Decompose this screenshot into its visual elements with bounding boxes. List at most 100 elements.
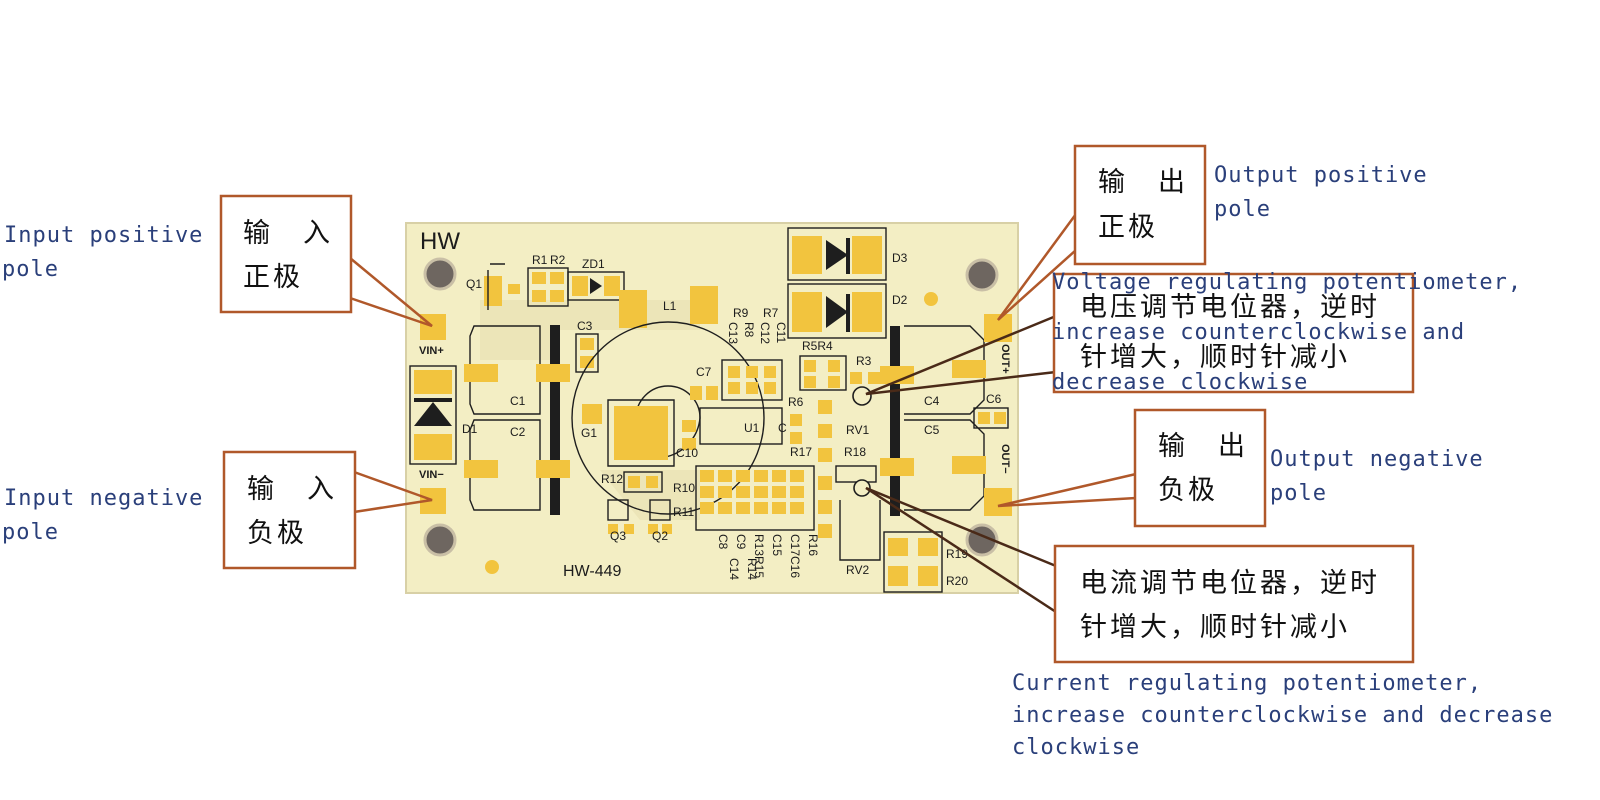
q2-label: Q2 [652, 529, 668, 543]
col3-pad-c [736, 502, 750, 514]
rv2-potentiometer[interactable] [853, 479, 871, 497]
d3-pad-left [792, 236, 822, 274]
r1-label: R1 [532, 253, 548, 267]
c2-label: C2 [510, 425, 526, 439]
output-positive-cn-line1: 输 出 [1098, 167, 1188, 198]
col1-pad-b [700, 486, 714, 498]
q2-pad-a [648, 524, 658, 534]
out-positive-label: OUT+ [999, 344, 1011, 374]
out-negative-pad [984, 488, 1012, 516]
mounting-hole-tl [423, 257, 457, 291]
rv2-pin-a [818, 476, 832, 490]
zd1-symbol [590, 278, 602, 294]
d2-cathode-bar [846, 294, 850, 332]
r5r4-outline [799, 355, 847, 391]
r8-pad-b [746, 382, 758, 394]
output-positive-en-line2: pole [1214, 197, 1271, 222]
r9-pad-a [728, 366, 740, 378]
c3-label: C3 [577, 319, 593, 333]
r11-label: R11 [673, 505, 694, 519]
zd1-outline [567, 271, 625, 301]
col4-label-top: C15 [770, 534, 784, 556]
callout-input-positive: 输 入 正极 Input positive pole [2, 194, 433, 328]
r12-pad-a [628, 476, 640, 488]
r17-label: R17 [790, 445, 812, 459]
col4-pad-c [754, 502, 768, 514]
q1-outline [487, 263, 505, 310]
rv1-potentiometer[interactable] [852, 386, 872, 406]
q3-label: Q3 [610, 529, 626, 543]
output-negative-en-line1: Output negative [1270, 447, 1484, 472]
r12-outline [623, 471, 663, 493]
col4-pad-b [754, 486, 768, 498]
input-negative-box [222, 450, 357, 570]
g1-label: G1 [581, 426, 597, 440]
c6-pad-a [978, 412, 990, 424]
r6-label: R6 [788, 395, 804, 409]
d3-label: D3 [892, 251, 908, 265]
c11-label: C11 [774, 322, 788, 343]
board-model-label: HW-449 [563, 563, 621, 580]
input-positive-en-line2: pole [2, 257, 59, 282]
c4-pad-right [952, 360, 986, 378]
r8-pad-a [746, 366, 758, 378]
q1-pin-pad [508, 284, 520, 294]
callout-output-positive: 输 出 正极 Output positive pole [996, 144, 1427, 321]
r19-pad-b [918, 538, 938, 556]
callout-output-negative: 输 出 负极 Output negative pole [997, 408, 1484, 528]
r3-label: R3 [856, 354, 872, 368]
callout-input-negative: 输 入 负极 Input negative pole [2, 450, 433, 570]
d2-pad-left [792, 292, 822, 332]
c10-label: C10 [676, 446, 698, 460]
c4-label: C4 [924, 394, 940, 408]
r2-pad-b [550, 290, 564, 302]
rv2-outline [839, 500, 881, 561]
u1-outline [699, 407, 783, 445]
r1-pad-a [532, 272, 546, 284]
c6-outline [973, 407, 1009, 429]
current-pot-cn-line1: 电流调节电位器，逆时 [1080, 568, 1380, 599]
r5-pad-b [804, 376, 816, 388]
q2-pad-b [662, 524, 672, 534]
c1-pad-left [464, 364, 498, 382]
c1-pad-right [536, 364, 570, 382]
col2-pad-a [718, 470, 732, 482]
r4-pad-a [828, 360, 840, 372]
r9-label: R9 [733, 306, 749, 320]
input-positive-cn-line2: 正极 [243, 262, 303, 293]
c5-label: C5 [924, 423, 940, 437]
col5-pad-c [772, 502, 786, 514]
col4-pad-a [754, 470, 768, 482]
col2-pad-c [718, 502, 732, 514]
r9-r8-block [721, 359, 783, 401]
col1-label-bot: C14 [727, 558, 741, 580]
r5r4-label: R5R4 [802, 339, 833, 353]
r7-label: R7 [763, 306, 779, 320]
col6-pad-a [790, 470, 804, 482]
rv1-label: RV1 [846, 423, 869, 437]
out-negative-label: OUT− [999, 444, 1011, 474]
bottom-passives-array: C8 C14 C9 R14 R13R15 C15 C17C16 R16 [695, 465, 820, 580]
col6-pad-c [790, 502, 804, 514]
d3-outline [787, 227, 887, 281]
d1-pad-top [414, 370, 452, 394]
input-negative-cn-line2: 负极 [247, 518, 307, 549]
c2-pad-right [536, 460, 570, 478]
r2-label: R2 [550, 253, 566, 267]
r1-pad-b [532, 290, 546, 302]
r7-pad-b [764, 382, 776, 394]
col2-pad-b [718, 486, 732, 498]
d2-label: D2 [892, 293, 908, 307]
g1-pad-large [614, 406, 668, 460]
callout-current-potentiometer: 电流调节电位器，逆时 针增大，顺时针减小 Current regulating … [865, 486, 1553, 760]
d3-diode-symbol [826, 240, 848, 270]
c2-pad-left [464, 460, 498, 478]
c1-outline [469, 325, 541, 415]
output-positive-cn-line2: 正极 [1098, 212, 1158, 243]
col3-pad-b [736, 486, 750, 498]
r12-pad-b [646, 476, 658, 488]
rv2-label: RV2 [846, 563, 869, 577]
current-pot-en-line2: increase counterclockwise and decrease [1012, 703, 1553, 728]
zd1-pad-b [604, 276, 620, 296]
